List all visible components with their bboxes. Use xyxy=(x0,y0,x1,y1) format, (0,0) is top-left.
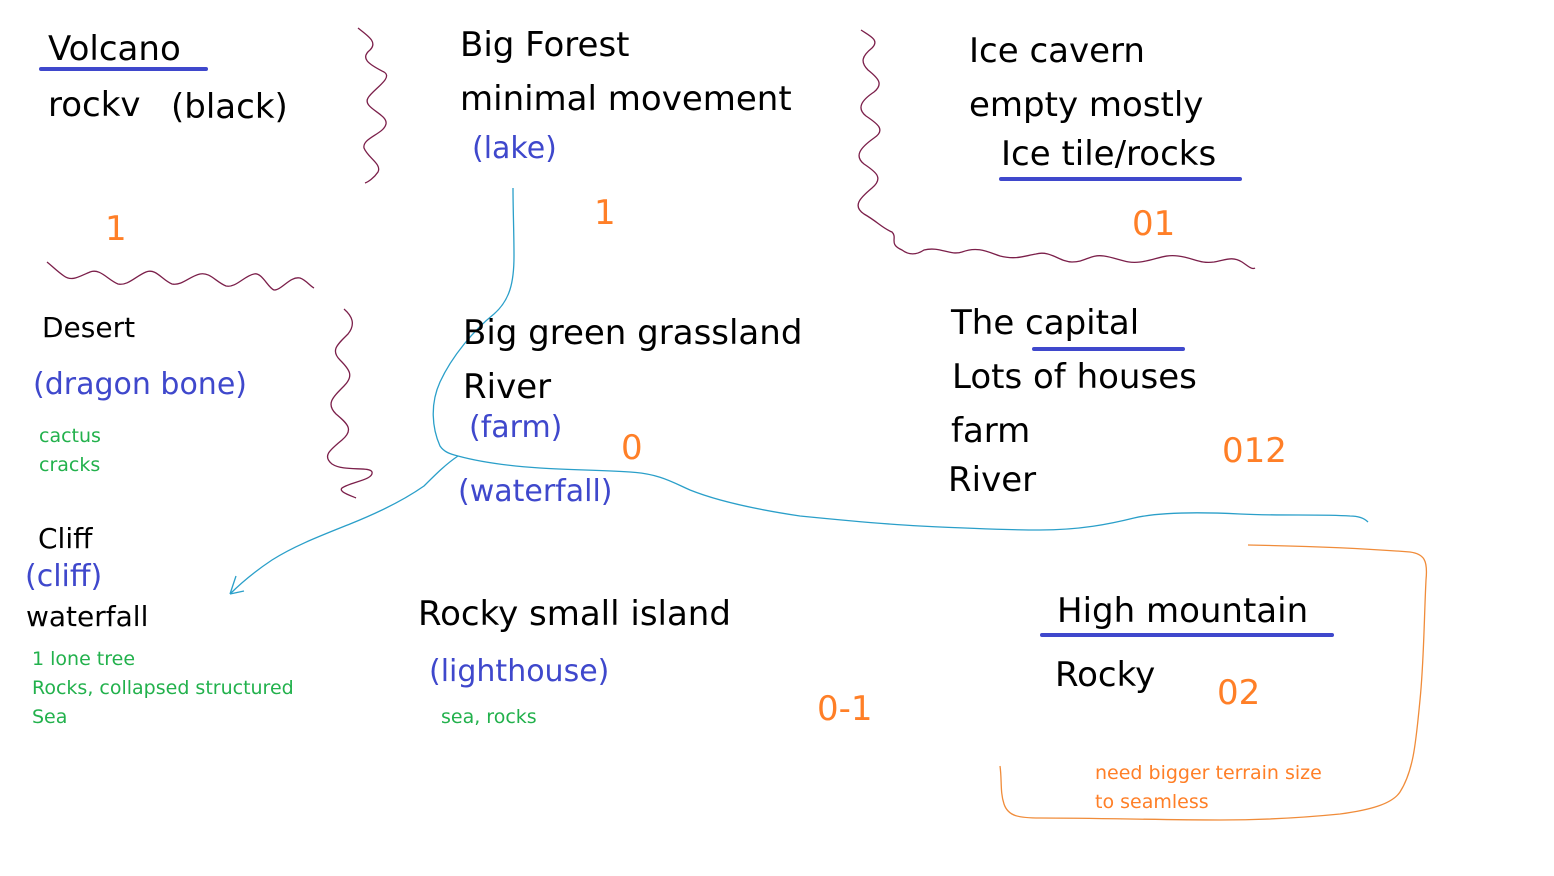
border-volcano-desert xyxy=(46,261,315,291)
volcano-title: Volcano xyxy=(48,29,181,69)
grassland-level: 0 xyxy=(621,428,643,468)
ice-cavern-desc: empty mostly xyxy=(969,85,1204,125)
ice-cavern-detail: Ice tile/rocks xyxy=(1001,134,1217,174)
forest-level: 1 xyxy=(594,193,616,233)
mountain-outline xyxy=(999,544,1428,821)
ice-cavern-level: 01 xyxy=(1132,204,1176,244)
mountain-note: need bigger terrain size xyxy=(1095,762,1322,784)
capital-level: 012 xyxy=(1222,431,1287,471)
grassland-title: Big green grassland xyxy=(463,313,803,353)
capital-line: River xyxy=(948,460,1037,500)
cliff-note: Rocks, collapsed structured xyxy=(32,677,294,699)
desert-title: Desert xyxy=(42,311,136,344)
forest-tag: (lake) xyxy=(472,131,557,166)
forest-title: Big Forest xyxy=(460,25,630,65)
desert-note: cactus xyxy=(39,425,101,447)
volcano-tag: (black) xyxy=(171,87,288,127)
river-branch xyxy=(229,455,459,595)
forest-desc: minimal movement xyxy=(460,79,792,119)
border-desert-grassland xyxy=(326,308,373,499)
grassland-tag-waterfall: (waterfall) xyxy=(458,474,613,509)
capital-line: farm xyxy=(951,411,1031,451)
island-tag: (lighthouse) xyxy=(429,654,610,689)
river-main xyxy=(432,187,1369,531)
cliff-title: Cliff xyxy=(38,522,93,555)
grassland-desc: River xyxy=(463,367,552,407)
capital-line: Lots of houses xyxy=(952,357,1197,397)
grassland-tag: (farm) xyxy=(469,410,563,445)
mountain-desc: Rocky xyxy=(1055,655,1156,695)
island-title: Rocky small island xyxy=(418,594,731,634)
ice-cavern-title: Ice cavern xyxy=(969,31,1145,71)
cliff-desc: waterfall xyxy=(26,600,149,633)
border-volcano-forest xyxy=(357,27,387,184)
desert-tag: (dragon bone) xyxy=(33,367,247,402)
mountain-level: 02 xyxy=(1217,673,1261,713)
desert-note: cracks xyxy=(39,454,101,476)
volcano-level: 1 xyxy=(105,209,127,249)
island-level: 0-1 xyxy=(817,689,873,729)
island-note: sea, rocks xyxy=(441,706,537,728)
cliff-note: Sea xyxy=(32,706,68,728)
mountain-note: to seamless xyxy=(1095,791,1209,813)
border-forest-ice xyxy=(857,29,1256,270)
cliff-tag: (cliff) xyxy=(25,559,103,594)
capital-title: The capital xyxy=(951,303,1140,343)
mountain-title: High mountain xyxy=(1057,591,1309,631)
volcano-desc: rockv xyxy=(48,85,141,125)
cliff-note: 1 lone tree xyxy=(32,648,136,670)
